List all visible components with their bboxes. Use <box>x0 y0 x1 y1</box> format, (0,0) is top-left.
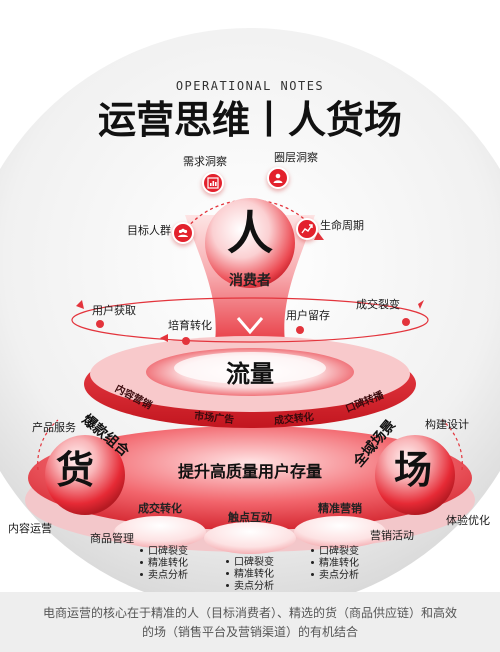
huo-around-goods: 商品管理 <box>90 533 134 545</box>
ren-label: 消费者 <box>229 272 271 288</box>
base-platform <box>28 426 472 530</box>
huo-ball <box>45 435 125 515</box>
footer-caption: 电商运营的核心在于精准的人（目标消费者）、精选的货（商品供应链）和高效的场（销售… <box>42 606 457 639</box>
people-icon <box>267 167 289 189</box>
flow-core-label: 流量 <box>226 361 274 388</box>
huo-around-content: 内容运营 <box>8 523 52 535</box>
flow-step-fission: 成交裂变 <box>356 299 400 311</box>
huo-char: 货 <box>56 450 95 492</box>
ren-ball <box>205 198 295 288</box>
footer-band <box>0 592 500 652</box>
flow-step-acquire: 用户获取 <box>92 305 136 317</box>
flow-step-nurture: 培育转化 <box>168 320 212 332</box>
bullet-item: 卖点分析 <box>234 581 274 592</box>
huo-around-product: 产品服务 <box>32 422 76 434</box>
bullet-list-3: 口碑裂变 精准转化 卖点分析 <box>311 546 359 582</box>
bullet-item: 口碑裂变 <box>234 557 274 568</box>
flow-disc-highlight <box>174 352 326 384</box>
bullet-list-1: 口碑裂变 精准转化 卖点分析 <box>140 546 188 582</box>
orbit-label-demand: 需求洞察 <box>183 156 227 168</box>
chang-around-build: 构建设计 <box>425 419 469 431</box>
orbit-label-circle: 圈层洞察 <box>274 152 318 164</box>
bullet-item: 口碑裂变 <box>319 546 359 557</box>
bullet-item: 精准转化 <box>148 558 188 569</box>
pill-label-touch: 触点互动 <box>228 512 272 524</box>
flow-step-retain: 用户留存 <box>286 310 330 322</box>
page-title: 运营思维丨人货场 <box>97 100 402 142</box>
pill-label-precise: 精准营销 <box>318 503 362 515</box>
flow-path-markers <box>76 300 424 345</box>
base-pill-2 <box>204 522 296 554</box>
group-icon <box>172 222 194 244</box>
base-pill-3 <box>294 516 386 548</box>
growth-icon <box>296 218 318 240</box>
bullet-item: 口碑裂变 <box>148 546 188 557</box>
bullet-item: 卖点分析 <box>319 570 359 581</box>
header-subtitle: OPERATIONAL NOTES <box>175 79 325 93</box>
base-pill-1 <box>114 516 206 548</box>
chart-icon <box>202 172 224 194</box>
chang-orbit <box>441 419 463 471</box>
bullet-item: 卖点分析 <box>148 570 188 581</box>
chang-ball <box>375 435 455 515</box>
orbit-label-lifecycle: 生命周期 <box>320 220 364 232</box>
orbit-arrow-icon <box>314 232 324 240</box>
bullet-item: 精准转化 <box>319 558 359 569</box>
ren-char: 人 <box>227 207 273 259</box>
orbit-label-target: 目标人群 <box>127 225 171 237</box>
chang-around-campaign: 营销活动 <box>370 530 414 542</box>
huo-orbit <box>37 419 59 471</box>
bullet-item: 精准转化 <box>234 569 274 580</box>
flow-path <box>71 297 429 343</box>
down-arrow-icon <box>236 317 264 335</box>
chang-char: 场 <box>394 450 433 492</box>
base-center-label: 提升高质量用户存量 <box>177 464 322 481</box>
pill-label-deal: 成交转化 <box>138 503 182 515</box>
chang-around-experience: 体验优化 <box>446 515 490 527</box>
bullet-list-2: 口碑裂变 精准转化 卖点分析 <box>226 557 274 593</box>
